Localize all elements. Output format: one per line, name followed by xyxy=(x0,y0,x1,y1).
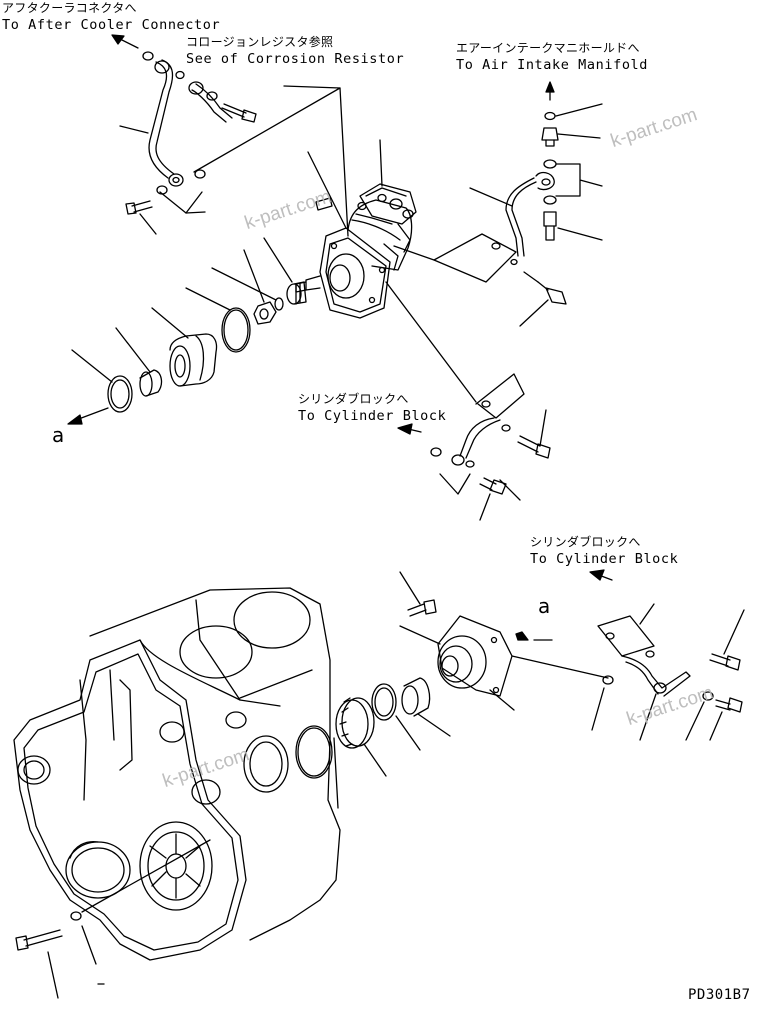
intake-manifold-callout-jp: エアーインテークマニホールドへ xyxy=(456,41,640,55)
cylinder-block-callout-upper: シリンダブロックへ To Cylinder Block xyxy=(298,391,446,425)
cylinder-block-callout-lower-jp: シリンダブロックへ xyxy=(530,535,641,549)
cylinder-block-callout-lower: シリンダブロックへ To Cylinder Block xyxy=(530,534,678,568)
engine-block xyxy=(14,588,340,998)
cylinder-block-callout-upper-en: To Cylinder Block xyxy=(298,408,447,424)
coupling-parts xyxy=(68,238,306,424)
cylinder-block-callout-upper-jp: シリンダブロックへ xyxy=(298,392,409,406)
corrosion-resistor-callout: コロージョンレジスタ参照 See of Corrosion Resistor xyxy=(186,34,404,68)
corrosion-resistor-callout-en: See of Corrosion Resistor xyxy=(186,51,405,67)
air-compressor xyxy=(296,140,416,318)
reference-letter-a-right: a xyxy=(538,594,551,618)
intake-manifold-callout: エアーインテークマニホールドへ To Air Intake Manifold xyxy=(456,40,648,74)
drawing-id: PD301B7 xyxy=(688,987,751,1003)
after-cooler-tube-group xyxy=(112,35,348,236)
cylinder-tube-group-1 xyxy=(386,282,550,520)
intake-tube-group xyxy=(394,82,602,326)
after-cooler-callout-jp: アフタクーラコネクタへ xyxy=(2,1,137,15)
reference-letter-a-left: a xyxy=(52,423,65,447)
after-cooler-callout-en: To After Cooler Connector xyxy=(2,17,221,33)
intake-manifold-callout-en: To Air Intake Manifold xyxy=(456,57,649,73)
drive-housing-group xyxy=(240,572,608,808)
corrosion-resistor-callout-jp: コロージョンレジスタ参照 xyxy=(186,35,334,49)
cylinder-block-callout-lower-en: To Cylinder Block xyxy=(530,551,679,567)
after-cooler-callout: アフタクーラコネクタへ To After Cooler Connector xyxy=(2,0,220,34)
cylinder-tube-group-2 xyxy=(590,570,744,740)
